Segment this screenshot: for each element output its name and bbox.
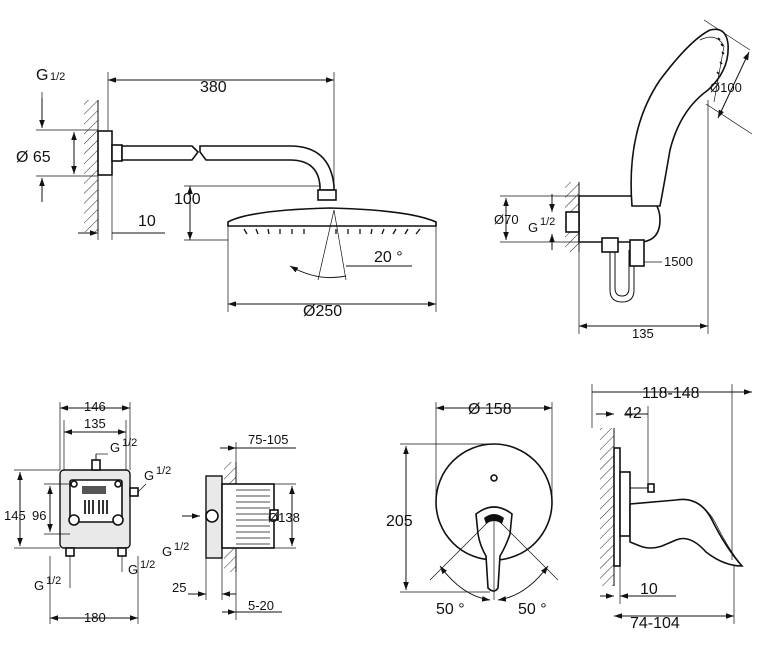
dim-box-146: 146 (84, 399, 106, 414)
dim-wall-depth: 10 (138, 213, 156, 230)
dim-hand-dia: Ø100 (710, 80, 742, 95)
shower-head (227, 207, 437, 227)
dim-head-dia: Ø250 (303, 303, 342, 320)
mixer-lever-side (629, 498, 744, 567)
dim-flange-dia: Ø 65 (16, 149, 51, 166)
dim-tilt: 20 ° (374, 249, 403, 266)
dim-side-74: 74-104 (630, 615, 680, 632)
mixer-front-view: Ø 158 205 50 ° 50 ° (386, 401, 559, 618)
dim-box-g-br-frac: 1/2 (140, 559, 155, 571)
dim-box-g-right-frac: 1/2 (156, 465, 171, 477)
dim-hand-thread: G (528, 220, 538, 235)
dim-angle-left: 50 ° (436, 601, 465, 618)
dim-box-g-bl-frac: 1/2 (46, 575, 61, 587)
shower-hose (609, 250, 635, 303)
dim-arm-length: 380 (200, 79, 227, 96)
grohe-logo (82, 486, 106, 494)
dim-side-10: 10 (640, 581, 658, 598)
wall-hatch-4 (600, 428, 614, 586)
dim-box-180: 180 (84, 610, 106, 625)
dim-hand-thread-frac: 1/2 (540, 216, 555, 228)
dim-elbow-dia: Ø70 (494, 212, 519, 227)
dim-side-g: G (162, 544, 172, 559)
dim-box-135: 135 (84, 416, 106, 431)
mixer-side-view: 118-148 42 10 74-104 (591, 384, 752, 632)
dim-thread-frac: 1/2 (50, 71, 65, 83)
wall-hatch (84, 100, 98, 232)
dim-side-dia: Ø138 (268, 510, 300, 525)
dim-box-g-right: G (144, 468, 154, 483)
concealed-box-side: 75-105 Ø138 G 1/2 25 5-20 (162, 432, 300, 620)
dim-side-25: 25 (172, 580, 186, 595)
shower-arm (121, 145, 200, 161)
dim-box-96: 96 (32, 508, 46, 523)
dim-side-depth: 75-105 (248, 432, 288, 447)
hand-shower-view: Ø100 Ø70 G 1/2 1500 135 (494, 19, 753, 341)
dim-side-42: 42 (624, 405, 642, 422)
dim-drop: 100 (174, 191, 201, 208)
concealed-box-front: 146 135 G 1/2 G 1/2 145 96 G 1/2 G 1/2 (4, 399, 171, 625)
dim-box-g-top: G (110, 440, 120, 455)
dim-box-g-top-frac: 1/2 (122, 437, 137, 449)
dim-side-g-frac: 1/2 (174, 541, 189, 553)
dim-side-total: 118-148 (642, 385, 700, 402)
dim-mixer-height: 205 (386, 513, 413, 530)
hand-shower-handle (630, 28, 729, 207)
nozzles (243, 228, 421, 235)
dim-thread-label: G (36, 67, 48, 84)
dim-hand-projection: 135 (632, 326, 654, 341)
dim-angle-right: 50 ° (518, 601, 547, 618)
dim-box-g-bl: G (34, 578, 44, 593)
wall-flange (97, 130, 113, 176)
dim-mixer-dia: Ø 158 (468, 401, 512, 418)
head-shower-view: 380 G 1/2 Ø 65 100 10 20 ° Ø250 (16, 67, 437, 320)
dim-box-g-br: G (128, 562, 138, 577)
dim-side-520: 5-20 (248, 598, 274, 613)
dim-box-145: 145 (4, 508, 26, 523)
dim-hose-length: 1500 (664, 254, 693, 269)
